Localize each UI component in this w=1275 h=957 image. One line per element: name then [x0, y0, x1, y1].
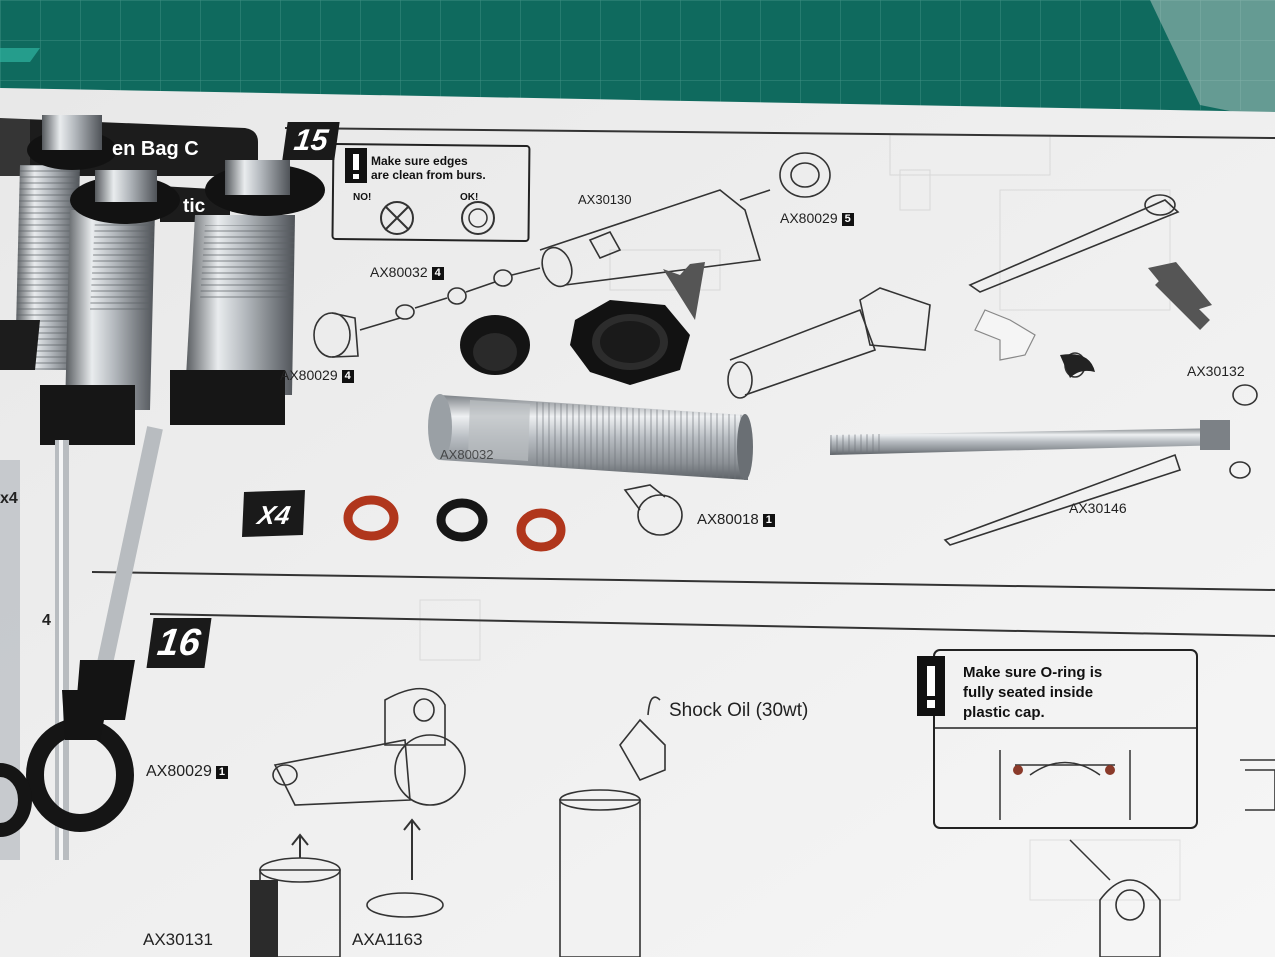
- assembled-shock-3: [75, 160, 325, 720]
- threaded-shock-body: [428, 394, 753, 480]
- step-16-badge: 16: [146, 618, 212, 668]
- num-left: 4: [42, 612, 51, 629]
- arrow-up-icon: [1148, 262, 1212, 312]
- e-clip: [1060, 354, 1095, 378]
- qty-left: x4: [0, 490, 18, 507]
- ok-label: OK!: [460, 192, 479, 203]
- white-spacer: [974, 309, 1036, 361]
- part-ax30146: AX30146: [1069, 500, 1127, 516]
- mat-grid: [0, 0, 1275, 110]
- instruction-sheet: [0, 88, 1275, 957]
- part-ax30131: AX30131: [143, 930, 213, 949]
- warning-text-16-line3: plastic cap.: [963, 704, 1045, 721]
- part-ax30130: AX30130: [578, 192, 632, 207]
- black-oring: [436, 498, 488, 542]
- quantity-text: X4: [255, 500, 293, 530]
- step-15-badge: 15: [282, 122, 340, 160]
- arrow-down-icon: [663, 262, 705, 320]
- warning-text-16-line2: fully seated inside: [963, 684, 1094, 701]
- shock-shaft: [830, 420, 1230, 455]
- warning-text-16-line1: Make sure O-ring is: [963, 664, 1103, 681]
- orange-oring-2: [516, 508, 566, 552]
- no-label: NO!: [353, 192, 372, 203]
- warning-text-15-line2: are clean from burs.: [371, 168, 486, 182]
- part-axa1163: AXA1163: [352, 930, 423, 949]
- shock-oil-label: Shock Oil (30wt): [669, 700, 809, 721]
- warning-box-15: [331, 143, 531, 243]
- quantity-badge: [242, 490, 305, 537]
- part-ax30132: AX30132: [1187, 363, 1245, 379]
- bag-sub-label: tic: [183, 196, 206, 217]
- plastic-bag: [1150, 0, 1275, 120]
- orange-oring-1: [343, 495, 399, 541]
- bag-label: en Bag C: [112, 138, 199, 160]
- warning-text-15-line1: Make sure edges: [371, 154, 468, 168]
- assembled-shock-1: [0, 115, 117, 370]
- warning-box-16: [933, 649, 1198, 829]
- part-ax80032-lower: AX80032: [440, 447, 494, 462]
- arrow-up-icon-2: [291, 833, 309, 858]
